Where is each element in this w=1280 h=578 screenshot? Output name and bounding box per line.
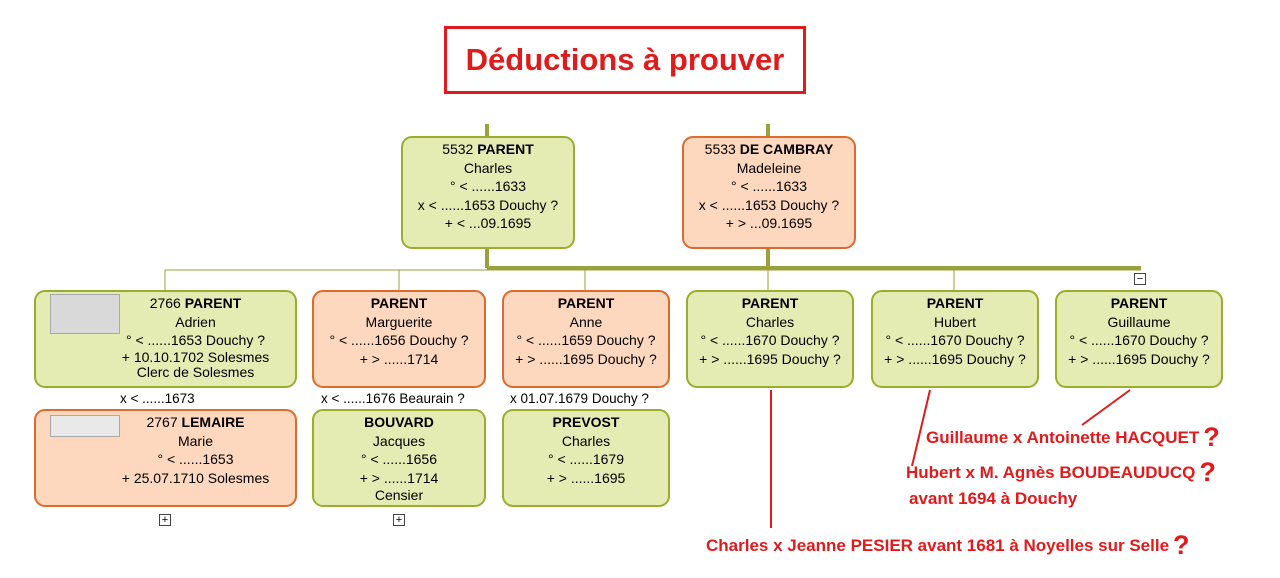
person-detail: ° < ......1633 — [730, 178, 808, 194]
person-detail: + < ...09.1695 — [444, 215, 532, 231]
collapse-button[interactable]: − — [1134, 273, 1146, 285]
person-surname: BOUVARD — [364, 414, 434, 430]
person-detail: ° < ......1633 — [449, 178, 527, 194]
question-mark: ? — [1173, 530, 1190, 560]
person-detail: ° < ......1653 — [157, 451, 234, 467]
person-given-name: Charles — [745, 313, 795, 330]
person-given-name: Marie — [177, 432, 213, 449]
person-given-name: Hubert — [933, 313, 977, 330]
person-detail: ° < ......1670 Douchy ? — [700, 332, 840, 348]
note-guillaume: Guillaume x Antoinette HACQUET? — [926, 422, 1220, 453]
page-title: Déductions à prouver — [444, 26, 806, 94]
person-detail: + 10.10.1702 Solesmes — [121, 348, 270, 365]
person-card-spouse-lemaire[interactable]: 2767 LEMAIRE Marie ° < ......1653 + 25.0… — [34, 409, 297, 507]
person-given-name: Adrien — [175, 313, 216, 330]
note-text: Guillaume x Antoinette HACQUET — [926, 428, 1200, 447]
marriage-label: x < ......1673 — [120, 391, 195, 406]
note-text: Charles x Jeanne PESIER avant 1681 à Noy… — [706, 536, 1170, 555]
person-given-name: Charles — [463, 159, 513, 176]
person-given-name: Marguerite — [365, 313, 433, 330]
person-detail: ° < ......1659 Douchy ? — [516, 332, 656, 348]
person-detail: Clerc de Solesmes — [136, 363, 255, 380]
note-hubert: Hubert x M. Agnès BOUDEAUDUCQ? — [906, 457, 1216, 488]
person-surname: PARENT — [926, 295, 984, 311]
person-detail: x < ......1653 Douchy ? — [698, 196, 840, 213]
person-number: 2767 — [146, 414, 178, 430]
signature-image — [50, 415, 120, 437]
expand-button[interactable]: + — [159, 514, 171, 526]
person-detail: + > ......1695 Douchy ? — [699, 350, 841, 367]
person-detail: ° < ......1670 Douchy ? — [1069, 332, 1209, 348]
person-detail: + > ......1695 — [546, 469, 626, 486]
person-given-name: Madeleine — [736, 159, 802, 176]
person-surname: PREVOST — [552, 414, 620, 430]
person-surname: PARENT — [557, 295, 615, 311]
person-card-spouse-bouvard[interactable]: BOUVARD Jacques ° < ......1656 + > .....… — [312, 409, 486, 507]
person-number: 2766 — [149, 295, 181, 311]
person-detail: ° < ......1670 Douchy ? — [885, 332, 1025, 348]
person-detail: ° < ......1656 — [360, 451, 438, 467]
person-card-child-adrien[interactable]: 2766 PARENT Adrien ° < ......1653 Douchy… — [34, 290, 297, 388]
person-card-child-marguerite[interactable]: PARENT Marguerite ° < ......1656 Douchy … — [312, 290, 486, 388]
question-mark: ? — [1203, 422, 1220, 452]
person-detail: + > ......1695 Douchy ? — [515, 350, 657, 367]
person-given-name: Anne — [569, 313, 603, 330]
person-detail: + > ......1695 Douchy ? — [1068, 350, 1210, 367]
person-detail: ° < ......1679 — [547, 451, 625, 467]
person-surname: DE CAMBRAY — [739, 141, 834, 157]
person-detail: + > ...09.1695 — [725, 215, 813, 231]
note-hubert-line2: avant 1694 à Douchy — [909, 489, 1078, 508]
signature-image — [50, 294, 120, 334]
person-card-parent-father[interactable]: 5532 PARENT Charles ° < ......1633 x < .… — [401, 136, 575, 249]
person-surname: LEMAIRE — [181, 414, 245, 430]
person-detail: + 25.07.1710 Solesmes — [121, 469, 270, 486]
person-surname: PARENT — [477, 141, 534, 157]
person-detail: ° < ......1653 Douchy ? — [125, 332, 266, 348]
person-number: 5533 — [704, 141, 736, 157]
person-surname: PARENT — [1110, 295, 1168, 311]
person-card-parent-mother[interactable]: 5533 DE CAMBRAY Madeleine ° < ......1633… — [682, 136, 856, 249]
person-card-child-guillaume[interactable]: PARENT Guillaume ° < ......1670 Douchy ?… — [1055, 290, 1223, 388]
person-detail: Censier — [374, 487, 424, 503]
person-given-name: Charles — [561, 432, 611, 449]
person-surname: PARENT — [370, 295, 428, 311]
person-number: 5532 — [442, 141, 474, 157]
person-given-name: Guillaume — [1107, 313, 1171, 330]
person-card-child-charles[interactable]: PARENT Charles ° < ......1670 Douchy ? +… — [686, 290, 854, 388]
note-charles: Charles x Jeanne PESIER avant 1681 à Noy… — [706, 530, 1190, 561]
person-detail: + > ......1714 — [359, 350, 439, 367]
expand-button[interactable]: + — [393, 514, 405, 526]
person-card-child-hubert[interactable]: PARENT Hubert ° < ......1670 Douchy ? + … — [871, 290, 1039, 388]
person-detail: ° < ......1656 Douchy ? — [329, 332, 469, 348]
person-surname: PARENT — [741, 295, 799, 311]
person-card-child-anne[interactable]: PARENT Anne ° < ......1659 Douchy ? + > … — [502, 290, 670, 388]
person-detail: x < ......1653 Douchy ? — [417, 196, 559, 213]
question-mark: ? — [1199, 457, 1216, 487]
person-detail: + > ......1695 Douchy ? — [884, 350, 1026, 367]
person-detail: + > ......1714 — [359, 469, 439, 486]
marriage-label: x 01.07.1679 Douchy ? — [510, 391, 649, 406]
marriage-label: x < ......1676 Beaurain ? — [321, 391, 465, 406]
person-card-spouse-prevost[interactable]: PREVOST Charles ° < ......1679 + > .....… — [502, 409, 670, 507]
person-surname: PARENT — [184, 295, 242, 311]
person-given-name: Jacques — [372, 432, 426, 449]
note-text: Hubert x M. Agnès BOUDEAUDUCQ — [906, 463, 1196, 482]
